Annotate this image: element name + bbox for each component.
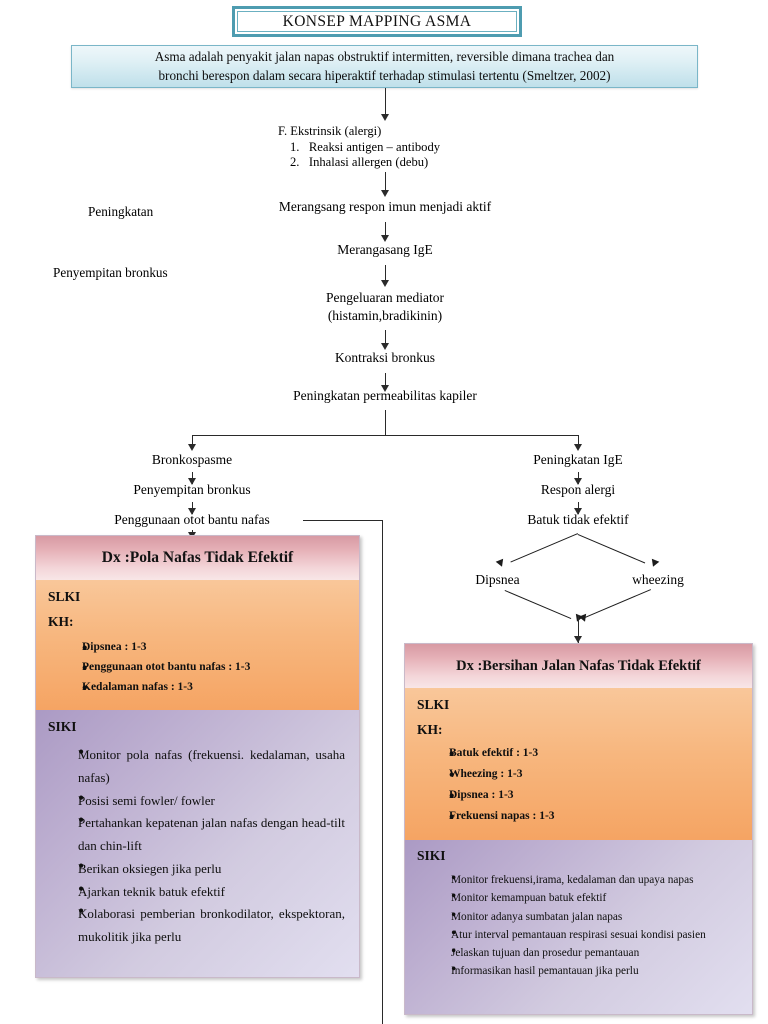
connector-respon-to-ige [385,222,386,240]
connector-kontraksi-to-permeabilitas [385,373,386,390]
dx-right-slki-section: SLKI KH: Batuk efektif : 1-3 Wheezing : … [405,688,752,840]
branch-right-respon-alergi: Respon alergi [540,482,616,497]
branch-right-peningkatan-ige: Peningkatan IgE [533,452,623,467]
dx-right-siki-label: SIKI [417,848,446,863]
dx-right-kh-item: Wheezing : 1-3 [449,768,740,784]
arrowhead-mediator-to-kontraksi [380,343,389,350]
page-title: KONSEP MAPPING ASMA [282,12,472,30]
dx-left-slki-section: SLKI KH: Dipsnea : 1-3 Penggunaan otot b… [36,580,359,710]
ekstrinsik-item-2: 2. Inhalasi allergen (debu) [290,155,429,169]
dx-right-kh-item: Batuk efektif : 1-3 [449,747,740,763]
arrowhead-wheezing-to-merge [578,611,590,622]
arrowhead-kontraksi-to-permeabilitas [380,385,389,392]
arrowhead-definition-to-ekstrinsik [380,114,389,121]
flow-pengeluaran-mediator-line-2: (histamin,bradikinin) [327,308,443,323]
dx-left-siki-item: Pertahankan kepatenan jalan nafas dengan… [78,812,345,858]
dx-left-siki-list: Monitor pola nafas (frekuensi. kedalaman… [48,744,345,949]
ekstrinsik-item-1: 1. Reaksi antigen – antibody [290,140,441,154]
dx-left-siki-item: Kolaborasi pemberian bronkodilator, eksp… [78,903,345,949]
dx-right-siki-item: Monitor adanya sumbatan jalan napas [451,908,738,926]
dx-left-kh-list: Dipsnea : 1-3 Penggunaan otot bantu nafa… [48,641,347,697]
arrowhead-ekstrinsik-to-respon [380,190,389,197]
arrowhead-ige-to-respon-alergi [573,478,582,485]
connector-branch-horizontal [192,435,578,436]
dx-left-kh-item: Kedalaman nafas : 1-3 [82,681,347,697]
dx-right-siki-list: Monitor frekuensi,irama, kedalaman dan u… [417,871,738,981]
connector-branch-left-drop [192,435,193,448]
dx-left-siki-section: SIKI Monitor pola nafas (frekuensi. keda… [36,710,359,977]
dx-right-header: Dx :Bersihan Jalan Nafas Tidak Efektif [405,644,752,688]
arrowhead-merge-to-dx-right [573,636,582,643]
dx-card-bersihan-jalan-nafas: Dx :Bersihan Jalan Nafas Tidak Efektif S… [404,643,753,1015]
dx-right-siki-item: Monitor kemampuan batuk efektif [451,889,738,907]
connector-mediator-to-kontraksi [385,330,386,348]
dx-right-kh-label: KH: [417,722,443,737]
arrowhead-respon-to-ige [380,235,389,242]
dx-left-header: Dx :Pola Nafas Tidak Efektif [36,536,359,580]
connector-batuk-to-dipsnea [510,533,578,563]
dx-card-pola-nafas: Dx :Pola Nafas Tidak Efektif SLKI KH: Di… [35,535,360,978]
connector-ekstrinsik-to-respon [385,172,386,194]
dx-left-siki-label: SIKI [48,719,77,734]
side-label-peningkatan: Peningkatan [88,204,154,219]
connector-wheezing-to-merge [584,589,651,619]
arrowhead-penyempitan-to-penggunaan [187,508,196,515]
dx-right-siki-item: Atur interval pemantauan respirasi sesua… [451,926,738,944]
definition-line-1: Asma adalah penyakit jalan napas obstruk… [154,49,615,65]
branch-right-wheezing: wheezing [632,572,684,587]
dx-left-siki-item: Ajarkan teknik batuk efektif [78,881,345,904]
arrowhead-respon-alergi-to-batuk [573,508,582,515]
branch-left-penggunaan-otot: Penggunaan otot bantu nafas [114,512,270,527]
arrowhead-branch-left [187,444,196,451]
dx-right-siki-item: Informasikan hasil pemantauan jika perlu [451,962,738,980]
dx-left-slki-label: SLKI [48,589,81,604]
connector-ige-to-mediator [385,265,386,285]
connector-merge-to-dx-right [578,615,579,643]
connector-branch-right-drop [578,435,579,448]
dx-left-siki-item: Monitor pola nafas (frekuensi. kedalaman… [78,744,345,790]
connector-permeabilitas-stem [385,410,386,435]
branch-right-dipsnea: Dipsnea [475,572,520,587]
dx-left-kh-label: KH: [48,614,74,629]
dx-left-kh-item: Dipsnea : 1-3 [82,641,347,657]
connector-batuk-to-wheezing [577,534,646,564]
arrowhead-batuk-to-dipsnea [495,556,507,567]
flow-kontraksi-bronkus: Kontraksi bronkus [334,350,436,365]
dx-right-kh-item: Frekuensi napas : 1-3 [449,810,740,826]
dx-right-slki-label: SLKI [417,697,450,712]
dx-right-siki-item: Jelaskan tujuan dan prosedur pemantauan [451,944,738,962]
dx-right-siki-section: SIKI Monitor frekuensi,irama, kedalaman … [405,840,752,1014]
arrowhead-ige-to-mediator [380,280,389,287]
ekstrinsik-heading: F. Ekstrinsik (alergi) [278,124,382,138]
flow-merangsang-respon: Merangsang respon imun menjadi aktif [278,199,492,214]
connector-definition-to-ekstrinsik [385,88,386,118]
branch-left-bronkospasme: Bronkospasme [151,452,233,467]
page-title-inner-border: KONSEP MAPPING ASMA [237,11,517,32]
flow-merangasang-ige: Merangasang IgE [337,242,433,257]
dx-right-siki-item: Monitor frekuensi,irama, kedalaman dan u… [451,871,738,889]
page-title-box: KONSEP MAPPING ASMA [232,6,522,37]
definition-box: Asma adalah penyakit jalan napas obstruk… [71,45,698,88]
connector-dipsnea-to-merge [504,590,572,620]
definition-line-2: bronchi berespon dalam secara hiperaktif… [158,67,611,83]
arrowhead-branch-right [573,444,582,451]
side-label-penyempitan-bronkus: Penyempitan bronkus [53,265,168,280]
dx-right-kh-item: Dipsnea : 1-3 [449,789,740,805]
dx-right-kh-list: Batuk efektif : 1-3 Wheezing : 1-3 Dipsn… [417,747,740,826]
arrowhead-batuk-to-wheezing [648,556,660,567]
flow-peningkatan-permeabilitas: Peningkatan permeabilitas kapiler [293,388,477,403]
definition-text: Asma adalah penyakit jalan napas obstruk… [145,48,625,84]
branch-right-batuk-tidak-efektif: Batuk tidak efektif [527,512,629,527]
dx-left-kh-item: Penggunaan otot bantu nafas : 1-3 [82,661,347,677]
dx-left-siki-item: Posisi semi fowler/ fowler [78,790,345,813]
branch-left-penyempitan-bronkus: Penyempitan bronkus [133,482,251,497]
flow-pengeluaran-mediator-line-1: Pengeluaran mediator [325,290,445,305]
dx-left-siki-item: Berikan oksiegen jika perlu [78,858,345,881]
connector-side-vertical-long [382,520,383,1024]
connector-penggunaan-side-horizontal [303,520,383,521]
arrowhead-bronkospasme-to-penyempitan [187,478,196,485]
